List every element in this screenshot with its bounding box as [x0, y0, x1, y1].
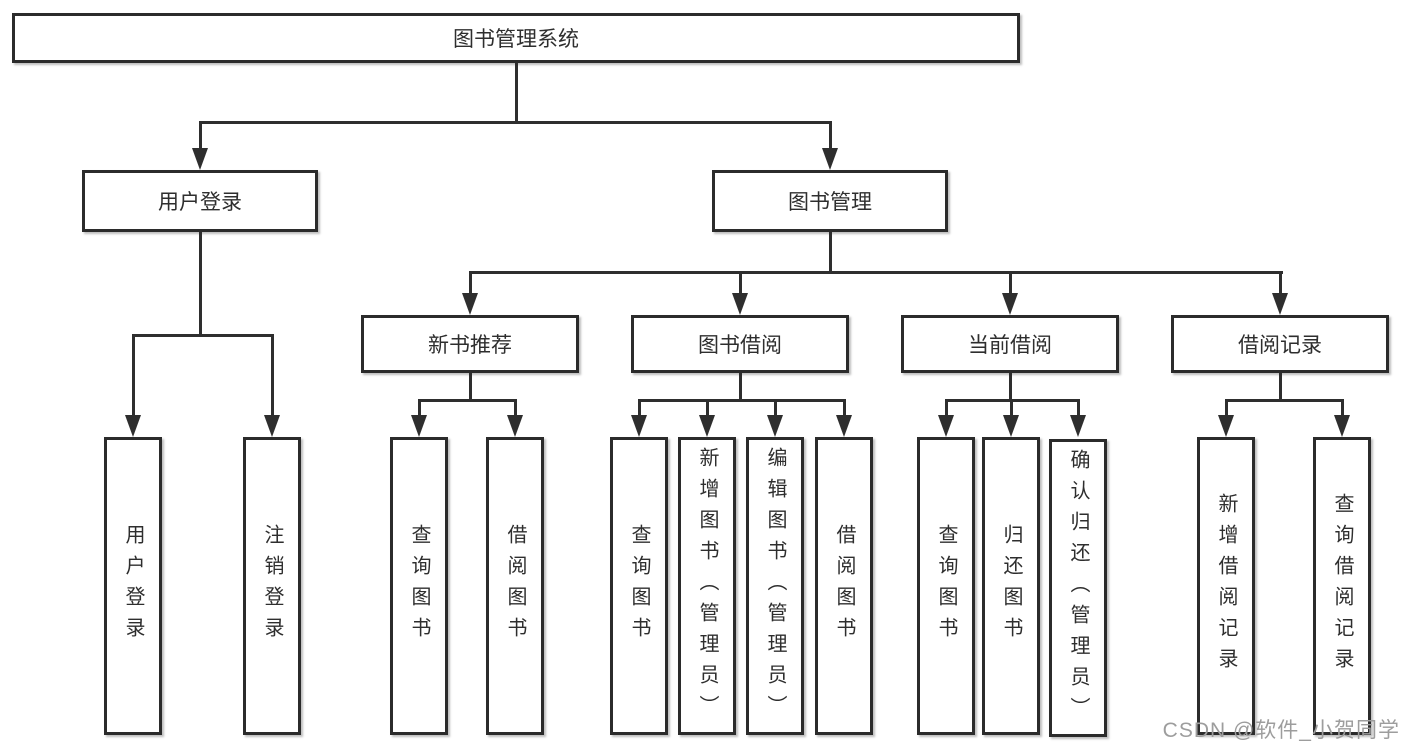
connector-line [199, 121, 202, 149]
node-user-login-label: 用户登录 [158, 191, 242, 214]
connector-line [945, 399, 948, 417]
leaf-query-books-recommend: 查询图书 [390, 437, 448, 735]
connector-line [774, 399, 777, 417]
node-current-borrowing-label: 当前借阅 [968, 334, 1052, 357]
connector-line [515, 63, 518, 122]
arrowhead-down-icon [836, 415, 852, 437]
arrowhead-down-icon [631, 415, 647, 437]
connector-line [132, 334, 135, 417]
leaf-user-login-label: 用户登录 [122, 524, 144, 648]
arrowhead-down-icon [192, 148, 208, 170]
leaf-edit-books-admin: 编辑图书（管理员） [746, 437, 804, 735]
leaf-add-books-admin-label: 新增图书（管理员） [696, 446, 718, 726]
root-node-library-management-system: 图书管理系统 [12, 13, 1020, 63]
connector-line [469, 271, 472, 295]
root-node-label: 图书管理系统 [453, 28, 579, 51]
connector-line [843, 399, 846, 417]
connector-line [1010, 399, 1013, 417]
leaf-edit-books-admin-label: 编辑图书（管理员） [764, 446, 786, 726]
connector-line [1341, 399, 1344, 417]
csdn-watermark: CSDN @软件_小贺同学 [1162, 719, 1400, 742]
connector-line [739, 373, 742, 401]
leaf-add-books-admin: 新增图书（管理员） [678, 437, 736, 735]
connector-line [1009, 271, 1012, 295]
connector-line [418, 399, 517, 402]
connector-line [1225, 399, 1228, 417]
leaf-query-books-current: 查询图书 [917, 437, 975, 735]
connector-line [829, 232, 832, 273]
arrowhead-down-icon [822, 148, 838, 170]
arrowhead-down-icon [767, 415, 783, 437]
connector-line [1077, 399, 1080, 417]
arrowhead-down-icon [1218, 415, 1234, 437]
leaf-query-books-borrowing-label: 查询图书 [628, 524, 650, 648]
arrowhead-down-icon [699, 415, 715, 437]
arrowhead-down-icon [938, 415, 954, 437]
leaf-add-borrow-record-label: 新增借阅记录 [1215, 493, 1237, 679]
leaf-logout-login-label: 注销登录 [261, 524, 283, 648]
node-borrowing-records: 借阅记录 [1171, 315, 1389, 373]
arrowhead-down-icon [1272, 293, 1288, 315]
node-book-management: 图书管理 [712, 170, 948, 232]
leaf-borrow-books-borrowing: 借阅图书 [815, 437, 873, 735]
connector-line [1279, 271, 1282, 295]
arrowhead-down-icon [1002, 293, 1018, 315]
connector-line [638, 399, 641, 417]
arrowhead-down-icon [1334, 415, 1350, 437]
connector-line [418, 399, 421, 417]
arrowhead-down-icon [1070, 415, 1086, 437]
connector-line [829, 121, 832, 149]
arrowhead-down-icon [411, 415, 427, 437]
node-user-login: 用户登录 [82, 170, 318, 232]
leaf-query-books-recommend-label: 查询图书 [408, 524, 430, 648]
node-new-book-recommendation: 新书推荐 [361, 315, 579, 373]
leaf-return-books-label: 归还图书 [1000, 524, 1022, 648]
connector-line [1009, 373, 1012, 401]
connector-line [1279, 373, 1282, 401]
node-new-book-recommendation-label: 新书推荐 [428, 334, 512, 357]
leaf-query-borrow-record-label: 查询借阅记录 [1331, 493, 1353, 679]
node-borrowing-records-label: 借阅记录 [1238, 334, 1322, 357]
connector-line [199, 121, 832, 124]
connector-line [132, 334, 274, 337]
node-book-borrowing-label: 图书借阅 [698, 334, 782, 357]
node-book-management-label: 图书管理 [788, 191, 872, 214]
arrowhead-down-icon [732, 293, 748, 315]
node-current-borrowing: 当前借阅 [901, 315, 1119, 373]
leaf-borrow-books-borrowing-label: 借阅图书 [833, 524, 855, 648]
arrowhead-down-icon [1003, 415, 1019, 437]
connector-line [469, 271, 1283, 274]
arrowhead-down-icon [125, 415, 141, 437]
leaf-add-borrow-record: 新增借阅记录 [1197, 437, 1255, 735]
leaf-query-books-current-label: 查询图书 [935, 524, 957, 648]
node-book-borrowing: 图书借阅 [631, 315, 849, 373]
arrowhead-down-icon [462, 293, 478, 315]
leaf-query-books-borrowing: 查询图书 [610, 437, 668, 735]
connector-line [514, 399, 517, 417]
leaf-borrow-books-recommend-label: 借阅图书 [504, 524, 526, 648]
arrowhead-down-icon [264, 415, 280, 437]
connector-line [706, 399, 709, 417]
connector-line [199, 232, 202, 336]
leaf-user-login: 用户登录 [104, 437, 162, 735]
leaf-query-borrow-record: 查询借阅记录 [1313, 437, 1371, 735]
arrowhead-down-icon [507, 415, 523, 437]
connector-line [469, 373, 472, 401]
leaf-return-books: 归还图书 [982, 437, 1040, 735]
connector-line [739, 271, 742, 295]
leaf-borrow-books-recommend: 借阅图书 [486, 437, 544, 735]
connector-line [1225, 399, 1344, 402]
connector-line [638, 399, 846, 402]
leaf-confirm-return-admin: 确认归还（管理员） [1049, 439, 1107, 737]
leaf-logout-login: 注销登录 [243, 437, 301, 735]
connector-line [271, 334, 274, 417]
leaf-confirm-return-admin-label: 确认归还（管理员） [1067, 448, 1089, 728]
